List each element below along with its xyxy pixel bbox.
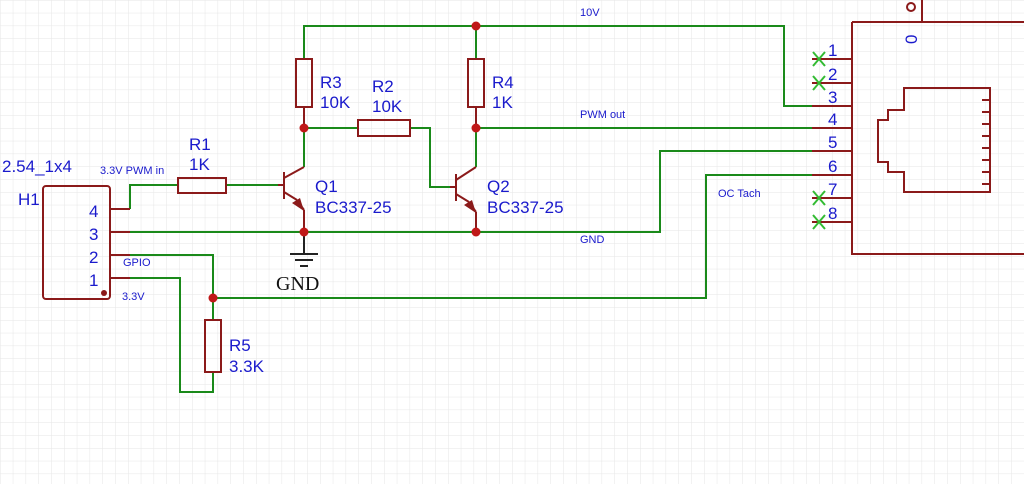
transistor-q1-emitter-arrow	[292, 198, 304, 211]
header-footprint-label: 2.54_1x4	[2, 157, 72, 176]
resistor-r4[interactable]: R4 1K	[467, 58, 514, 128]
resistor-r1-body	[177, 177, 227, 194]
resistor-r2[interactable]: R2 10K	[357, 77, 411, 137]
transistor-q2-emitter-lead	[468, 201, 477, 213]
wire-pwm-in[interactable]	[129, 184, 178, 209]
connector-pin-6: 6	[828, 157, 837, 176]
net-label-pwm-in: 3.3V PWM in	[100, 165, 164, 177]
connector-jack-outline	[877, 87, 991, 193]
resistor-r2-value: 10K	[372, 97, 403, 116]
net-label-pwm-out: PWM out	[580, 109, 625, 121]
connector-pin-5: 5	[828, 133, 837, 152]
connector-pin-1: 1	[828, 41, 837, 60]
net-label-gnd: GND	[580, 234, 605, 246]
junction-gnd-q1	[299, 227, 309, 237]
resistor-r3[interactable]: R3 10K	[295, 58, 351, 128]
connector-pin-7: 7	[828, 180, 837, 199]
net-labels: 10V PWM out 3.3V PWM in GND GPIO 3.3V OC…	[100, 7, 761, 303]
junction-gnd-q2	[471, 227, 481, 237]
net-label-3v3: 3.3V	[122, 291, 145, 303]
header-pin-4: 4	[89, 202, 98, 221]
junction-10v	[471, 21, 481, 31]
ground-symbol-lines	[290, 232, 318, 267]
resistor-r2-body	[357, 119, 411, 137]
resistor-r4-ref: R4	[492, 73, 514, 92]
header-body	[42, 185, 111, 300]
wire-oc-tach[interactable]	[213, 174, 852, 299]
transistor-q1-emitter-lead	[296, 199, 305, 211]
resistor-r1-value: 1K	[189, 155, 210, 174]
wire-gnd[interactable]	[110, 150, 852, 233]
junction-q1-collector	[299, 123, 309, 133]
junction-pwm-out	[471, 123, 481, 133]
resistor-r1[interactable]: R1 1K	[177, 135, 227, 194]
connector-pin-3: 3	[828, 88, 837, 107]
header-pin-1: 1	[89, 271, 98, 290]
connector-edge-label: 0	[902, 35, 921, 44]
wire-r2-q2base[interactable]	[410, 127, 450, 188]
no-connect-pin-2	[812, 75, 826, 91]
header-pin-lines	[110, 208, 130, 279]
no-connect-pin-1	[812, 51, 826, 67]
connector-pin-2: 2	[828, 65, 837, 84]
transistor-q1-model: BC337-25	[315, 198, 392, 217]
transistor-q2-body	[450, 166, 477, 232]
connector-top-marker	[906, 2, 916, 12]
wire-10v-rail[interactable]	[303, 25, 852, 107]
transistor-q1-body	[278, 166, 305, 232]
connector-body	[851, 21, 1024, 255]
connector-rj45[interactable]: 0 1 2 3 4 5 6 7 8	[812, 0, 1024, 255]
wire-3v3[interactable]	[110, 277, 214, 393]
resistor-r3-ref: R3	[320, 73, 342, 92]
net-label-gpio: GPIO	[123, 257, 151, 269]
junctions	[208, 21, 481, 303]
ground-symbol-label: GND	[276, 273, 319, 295]
resistor-r5-ref: R5	[229, 336, 251, 355]
connector-jack-contacts	[982, 99, 990, 185]
transistor-q2-ref: Q2	[487, 177, 510, 196]
connector-pin-leads	[812, 58, 852, 223]
net-label-oc-tach: OC Tach	[718, 188, 761, 200]
connector-pin-4: 4	[828, 110, 837, 129]
net-label-10v: 10V	[580, 7, 600, 19]
resistor-r2-ref: R2	[372, 77, 394, 96]
resistor-r5[interactable]: R5 3.3K	[204, 319, 265, 376]
no-connect-pin-8	[812, 214, 826, 230]
resistor-r4-value: 1K	[492, 93, 513, 112]
header-pin1-marker	[101, 290, 107, 296]
header-ref-label: H1	[18, 190, 40, 209]
header-pin-2: 2	[89, 248, 98, 267]
header-h1[interactable]: 2.54_1x4 H1 4 3 2 1	[2, 157, 130, 300]
transistor-q1-ref: Q1	[315, 177, 338, 196]
resistor-r1-ref: R1	[189, 135, 211, 154]
connector-pin-8: 8	[828, 204, 837, 223]
resistor-r3-value: 10K	[320, 93, 351, 112]
junction-oc-tach	[208, 293, 218, 303]
resistor-r5-value: 3.3K	[229, 357, 265, 376]
ground-symbol[interactable]: GND	[276, 232, 319, 295]
no-connect-pin-7	[812, 190, 826, 206]
resistor-r5-body	[204, 319, 222, 373]
transistor-q2-emitter-arrow	[464, 200, 476, 213]
header-pin-3: 3	[89, 225, 98, 244]
transistor-q2[interactable]: Q2 BC337-25	[450, 166, 564, 232]
transistor-q1[interactable]: Q1 BC337-25	[278, 166, 392, 232]
transistor-q2-model: BC337-25	[487, 198, 564, 217]
